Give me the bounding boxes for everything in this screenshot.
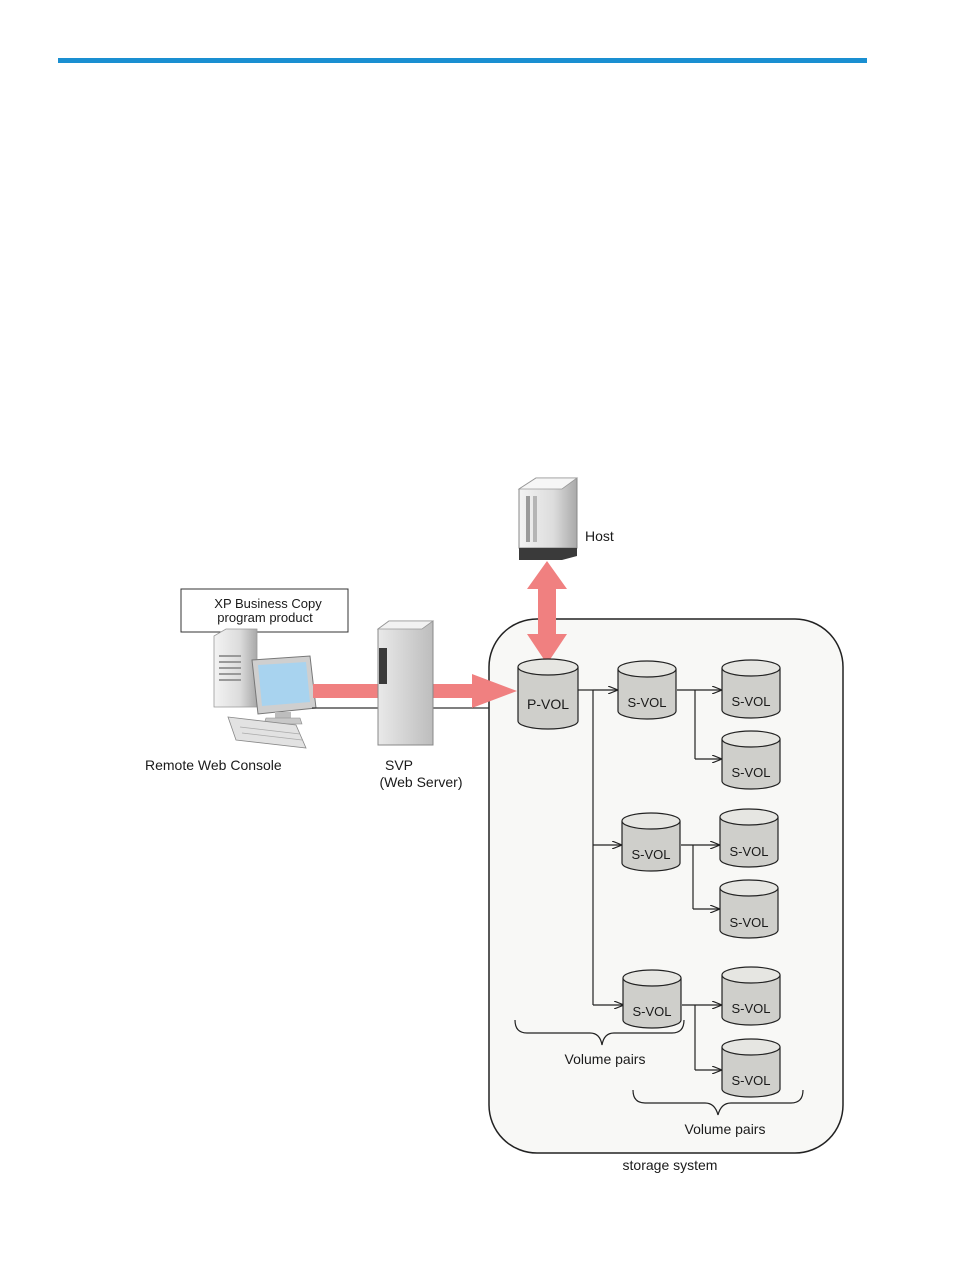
svol-cylinder-3 <box>722 731 780 789</box>
svol-cylinder-7 <box>623 970 681 1028</box>
svol-cylinder-8 <box>722 967 780 1025</box>
svol-label-1: S-VOL <box>627 695 666 710</box>
svol-cylinder-1 <box>618 661 676 719</box>
svol-label-3: S-VOL <box>731 765 770 780</box>
svp-label-line2: (Web Server) <box>380 774 463 790</box>
program-box-line1: XP Business Copy <box>214 596 322 611</box>
svp-label-line1: SVP <box>385 757 413 773</box>
console-svp-band <box>313 684 378 698</box>
volume-pairs-label-1: Volume pairs <box>565 1051 646 1067</box>
svol-cylinder-4 <box>622 813 680 871</box>
pvol-label: P-VOL <box>527 696 569 712</box>
pvol-cylinder <box>518 659 578 729</box>
svol-label-8: S-VOL <box>731 1001 770 1016</box>
svol-label-7: S-VOL <box>632 1004 671 1019</box>
svol-label-9: S-VOL <box>731 1073 770 1088</box>
svol-label-4: S-VOL <box>631 847 670 862</box>
svol-cylinder-9 <box>722 1039 780 1097</box>
storage-system-label: storage system <box>623 1157 718 1173</box>
remote-console-label: Remote Web Console <box>145 757 282 773</box>
svol-label-2: S-VOL <box>731 694 770 709</box>
svol-label-6: S-VOL <box>729 915 768 930</box>
host-server-icon <box>519 478 577 560</box>
svol-label-5: S-VOL <box>729 844 768 859</box>
svp-server-icon <box>378 621 433 745</box>
program-box-line2: program product <box>217 610 313 625</box>
svol-cylinder-2 <box>722 660 780 718</box>
volume-pairs-label-2: Volume pairs <box>685 1121 766 1137</box>
host-label: Host <box>585 528 614 544</box>
workstation-icon <box>214 629 316 748</box>
